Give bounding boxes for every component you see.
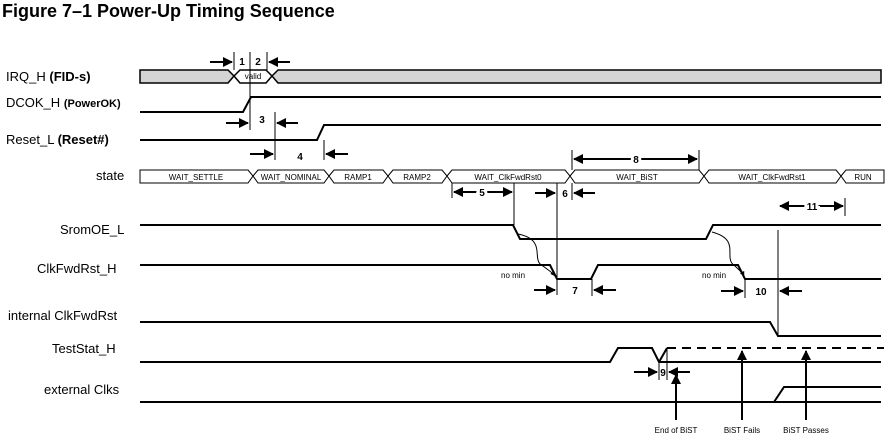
svg-text:11: 11 [807, 202, 818, 213]
timing-marker-10: 10 [721, 230, 802, 336]
timing-number-8: 8 [633, 155, 639, 166]
signal-label-sromoe: SromOE_L [60, 222, 124, 237]
state-label: WAIT_ClkFwdRst0 [474, 173, 542, 182]
state-label: WAIT_BiST [616, 173, 658, 182]
irq-waveform: valid [139, 69, 882, 84]
state-label: WAIT_ClkFwdRst1 [738, 173, 806, 182]
teststat-waveform [140, 347, 884, 363]
signal-label-reset: Reset_L (Reset#) [6, 132, 109, 147]
state-label: WAIT_SETTLE [169, 173, 223, 182]
state-label: RAMP2 [403, 173, 431, 182]
timing-number-7: 7 [572, 286, 578, 297]
signal-label-external-clks: external Clks [44, 382, 120, 397]
timing-marker-6: 6 [535, 183, 595, 295]
dcok-waveform [140, 96, 881, 113]
no-min-label: no min [702, 271, 726, 280]
dependency-curve [711, 231, 745, 277]
event-label: BiST Fails [724, 426, 760, 435]
timing-marker-8: 8 8 [571, 150, 700, 170]
timing-number-3: 3 [259, 115, 265, 126]
event-label: BiST Passes [783, 426, 829, 435]
timing-marker-4: 4 [250, 140, 348, 163]
timing-marker-5: 5 5 [451, 183, 515, 225]
internal-clkfwdrst-waveform [140, 321, 881, 337]
timing-number-10: 10 [755, 287, 767, 298]
reset-waveform [140, 124, 881, 141]
dependency-curve [517, 233, 556, 277]
event-bist-passes: BiST Passes [783, 350, 829, 435]
timing-number-5: 5 [479, 188, 485, 199]
external-clks-waveform [140, 386, 881, 403]
timing-marker-7: 7 [534, 279, 616, 297]
timing-marker-9: 9 [634, 348, 690, 380]
timing-marker-11: 11 11 [779, 198, 846, 216]
event-label: End of BiST [655, 426, 698, 435]
signal-label-clkfwdrst: ClkFwdRst_H [37, 261, 116, 276]
timing-marker-1-2: 1 2 [210, 52, 290, 112]
timing-number-11: 11 [807, 202, 818, 213]
timing-marker-3: 3 [226, 112, 298, 160]
event-end-of-bist: End of BiST [655, 374, 698, 435]
timing-number-6: 6 [562, 189, 568, 200]
clkfwdrst-waveform [140, 264, 881, 280]
timing-number-4: 4 [297, 152, 303, 163]
timing-number-2: 2 [255, 57, 261, 68]
state-bus: WAIT_SETTLE WAIT_NOMINAL RAMP1 RAMP2 WAI… [139, 169, 885, 184]
timing-number-1: 1 [239, 57, 245, 68]
state-label: WAIT_NOMINAL [261, 173, 322, 182]
state-label: RAMP1 [344, 173, 372, 182]
figure-title: Figure 7–1 Power-Up Timing Sequence [2, 1, 335, 21]
state-label: RUN [854, 173, 872, 182]
signal-label-internal-clkfwdrst: internal ClkFwdRst [8, 308, 117, 323]
sromoe-waveform [140, 224, 881, 240]
no-min-label: no min [501, 271, 525, 280]
state-segment [139, 169, 254, 184]
signal-label-teststat: TestStat_H [52, 341, 116, 356]
irq-valid-label: valid [245, 72, 261, 81]
event-bist-fails: BiST Fails [724, 350, 760, 435]
signal-label-irq: IRQ_H (FID-s) [6, 69, 91, 84]
timing-number-9: 9 [660, 368, 666, 379]
state-segment [840, 169, 885, 184]
signal-label-dcok: DCOK_H (PowerOK) [6, 95, 121, 110]
signal-label-state: state [96, 168, 124, 183]
